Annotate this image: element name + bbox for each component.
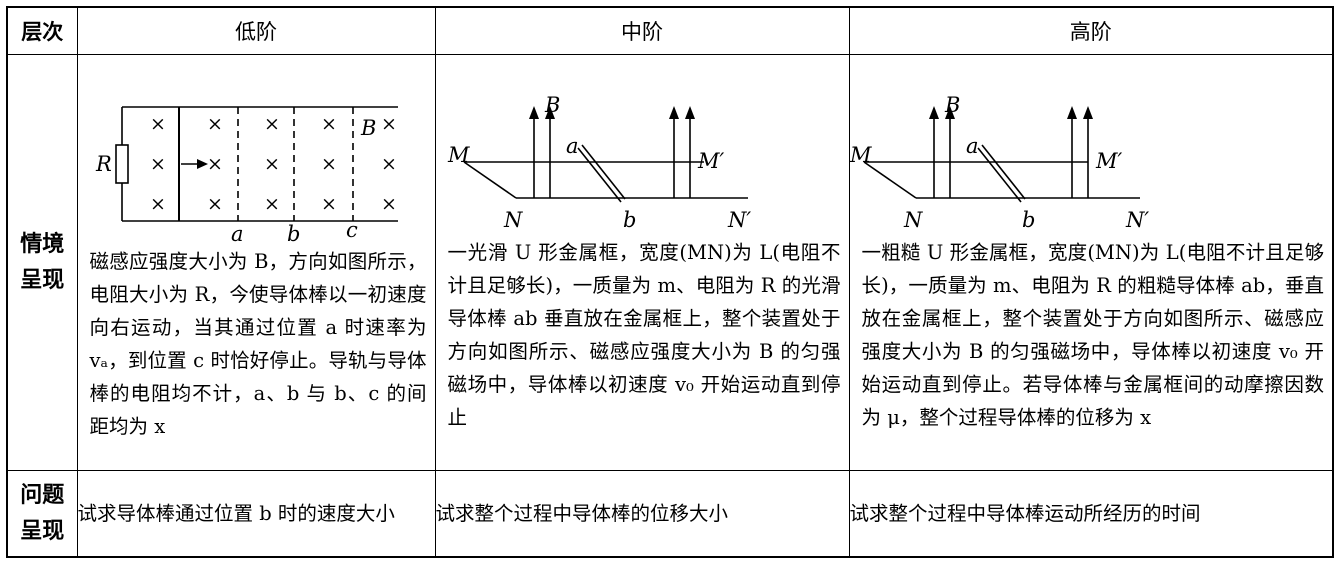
rod-edge (980, 144, 1026, 199)
mid-scenario-cell: B M a M′ N b N′ 一光滑 U 形金属框，宽度(MN)为 L(电阻不… (434, 54, 850, 471)
high-question: 试求整个过程中导体棒运动所经历的时间 (848, 470, 1334, 558)
label-b: b (623, 208, 636, 232)
low-scenario-text: 磁感应强度大小为 B，方向如图所示，电阻大小为 R，今使导体棒以一初速度向右运动… (89, 249, 427, 438)
label-B: B (944, 93, 960, 117)
field-cross: × (207, 193, 223, 215)
field-cross: × (264, 113, 280, 135)
field-cross: × (381, 193, 397, 215)
field-cross: × (321, 153, 337, 175)
arrowhead (544, 105, 555, 119)
header-mid: 中阶 (434, 6, 850, 55)
question-row: 问题 呈现 试求导体棒通过位置 b 时的速度大小 试求整个过程中导体棒的位移大小… (6, 470, 1334, 558)
row-label-question-text: 问题 呈现 (20, 482, 65, 544)
high-frame-diagram: B M a M′ N b N′ (850, 93, 1149, 232)
label-B: B (360, 116, 376, 140)
label-B: B (544, 93, 560, 117)
label-N: N (503, 208, 523, 232)
label-N-prime: N′ (727, 208, 751, 232)
header-level: 层次 (6, 6, 78, 55)
label-M-prime: M′ (1095, 149, 1123, 173)
rod-edge (580, 144, 626, 199)
field-cross: × (207, 153, 223, 175)
label-a: a (966, 134, 979, 158)
label-M: M (447, 143, 470, 167)
field-cross: × (381, 113, 397, 135)
row-label-scenario: 情境 呈现 (6, 54, 78, 471)
label-N-prime: N′ (1125, 208, 1149, 232)
label-M: M (850, 143, 872, 167)
low-scenario-cell: × × × × × × × × × × × × × × × R (76, 54, 436, 471)
header-low: 低阶 (76, 6, 436, 55)
label-a: a (231, 222, 244, 243)
field-cross: × (150, 193, 166, 215)
header-row: 层次 低阶 中阶 高阶 (6, 6, 1334, 55)
header-high: 高阶 (848, 6, 1334, 55)
arrowhead (1082, 105, 1093, 119)
scenario-row: 情境 呈现 × × (6, 54, 1334, 471)
resistor (114, 143, 129, 184)
mid-question: 试求整个过程中导体棒的位移大小 (434, 470, 850, 558)
label-c: c (346, 218, 358, 242)
row-label-scenario-text: 情境 呈现 (20, 231, 65, 293)
rod-edge (976, 147, 1022, 202)
arrowhead (1066, 105, 1077, 119)
field-cross: × (321, 193, 337, 215)
label-b: b (287, 222, 300, 243)
field-cross: × (150, 113, 166, 135)
rod-edge (576, 147, 622, 202)
label-b: b (1022, 208, 1035, 232)
label-R: R (95, 152, 112, 176)
field-cross: × (381, 153, 397, 175)
mid-scenario-text: 一光滑 U 形金属框，宽度(MN)为 L(电阻不计且足够长)，一质量为 m、电阻… (447, 240, 841, 429)
field-cross: × (207, 113, 223, 135)
row-label-question: 问题 呈现 (6, 470, 78, 558)
comparison-table: 层次 低阶 中阶 高阶 情境 呈现 (6, 6, 1334, 558)
field-cross: × (264, 153, 280, 175)
arrowhead (944, 105, 955, 119)
field-cross: × (321, 113, 337, 135)
low-question: 试求导体棒通过位置 b 时的速度大小 (76, 470, 436, 558)
velocity-arrowhead (196, 158, 208, 169)
label-N: N (903, 208, 923, 232)
frame-MN (863, 160, 916, 199)
label-M-prime: M′ (697, 149, 725, 173)
frame-MN (463, 160, 516, 199)
high-scenario-cell: B M a M′ N b N′ 一粗糙 U 形金属框，宽度(MN)为 L(电阻不… (848, 54, 1334, 471)
arrowhead (684, 105, 695, 119)
arrowhead (528, 105, 539, 119)
arrowhead (928, 105, 939, 119)
low-rail-diagram: × × × × × × × × × × × × × × × R (95, 105, 398, 243)
field-cross: × (264, 193, 280, 215)
field-cross: × (150, 153, 166, 175)
high-scenario-text: 一粗糙 U 形金属框，宽度(MN)为 L(电阻不计且足够长)，一质量为 m、电阻… (861, 240, 1325, 429)
label-a: a (566, 134, 579, 158)
mid-frame-diagram: B M a M′ N b N′ (447, 93, 751, 232)
arrowhead (668, 105, 679, 119)
